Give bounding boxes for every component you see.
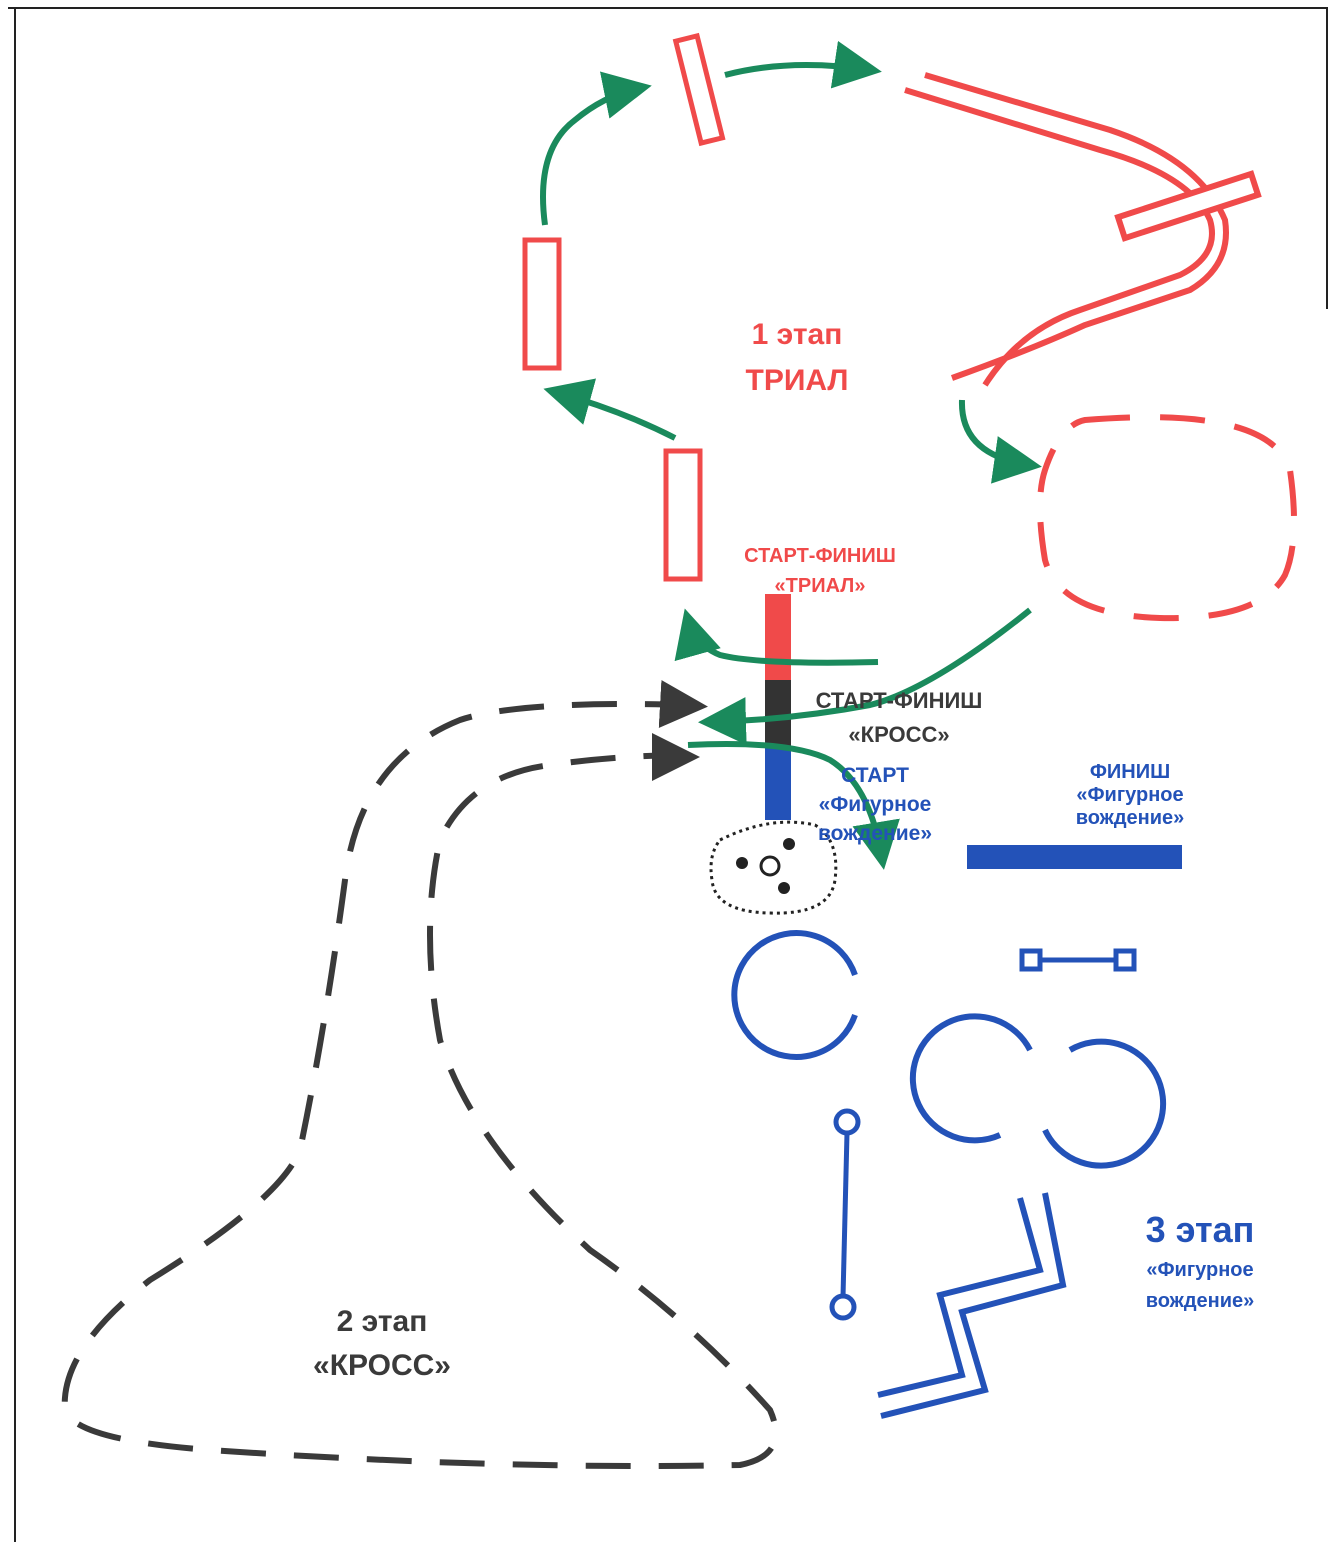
trial-lane-outer — [904, 87, 1215, 387]
arrow-trial-start — [674, 608, 879, 666]
dotted-zone — [709, 820, 838, 915]
post-segment-figure — [765, 748, 791, 820]
trial-gate-4 — [1114, 170, 1262, 242]
figure-start-line3: вождение» — [817, 822, 933, 845]
figure-finish-line1: ФИНИШ — [1089, 761, 1171, 783]
start-finish-post — [765, 594, 791, 820]
ring-marker — [759, 855, 781, 877]
arrow-trial-finish — [698, 607, 1032, 746]
figure-finish-line2: «Фигурное — [1076, 784, 1184, 806]
arrow-figure-start — [687, 741, 900, 870]
stage2-line2: «КРОСС» — [313, 1349, 451, 1382]
figure-eight-left — [909, 1013, 1033, 1144]
trial-start-line1: СТАРТ-ФИНИШ — [744, 545, 896, 567]
arrow-to-loop — [958, 399, 1042, 484]
dot-2 — [783, 838, 795, 850]
dot-3 — [778, 882, 790, 894]
frame-border-top — [8, 7, 1328, 9]
stage1-line2: ТРИАЛ — [745, 364, 849, 397]
stage2-title: 2 этап «КРОСС» — [297, 1300, 467, 1388]
trial-lane-inner — [924, 72, 1229, 381]
figure-zigzag-2 — [880, 1192, 1067, 1419]
dot-1 — [736, 857, 748, 869]
cross-exit-arrow — [658, 680, 708, 728]
stage2-line1: 2 этап — [336, 1305, 428, 1338]
figure-start-label: СТАРТ «Фигурное вождение» — [800, 761, 950, 848]
cross-course — [61, 680, 779, 1469]
route-arrows — [540, 40, 1042, 870]
post-segment-trial — [765, 594, 791, 680]
figure-start-area — [709, 820, 838, 915]
trial-gate-1 — [663, 448, 703, 582]
trial-start-label: СТАРТ-ФИНИШ «ТРИАЛ» — [727, 541, 913, 601]
figure-pole — [829, 1108, 861, 1321]
figure-eight-right — [1042, 1038, 1167, 1169]
trial-course — [522, 32, 1297, 622]
trial-gate-2 — [522, 237, 562, 371]
figure-finish-line — [967, 845, 1182, 869]
trial-start-line2: «ТРИАЛ» — [774, 575, 866, 597]
cross-start-line1: СТАРТ-ФИНИШ — [815, 688, 983, 713]
stage3-line2: «Фигурное — [1146, 1259, 1254, 1281]
figure-course — [731, 845, 1182, 1419]
frame-border-right — [1326, 9, 1328, 309]
figure-zigzag-1 — [877, 1197, 1044, 1398]
arrow-to-gate-3 — [540, 71, 652, 226]
figure-finish-line3: вождение» — [1075, 807, 1185, 829]
stage3-line1: 3 этап — [1145, 1209, 1255, 1250]
stage1-title: 1 этап ТРИАЛ — [722, 312, 872, 404]
cross-start-label: СТАРТ-ФИНИШ «КРОСС» — [795, 684, 1003, 752]
figure-start-line1: СТАРТ — [841, 764, 909, 787]
cross-start-line2: «КРОСС» — [848, 722, 950, 747]
figure-start-line2: «Фигурное — [818, 793, 932, 816]
trial-gate-3 — [672, 32, 726, 147]
cross-track-outer — [61, 701, 779, 1469]
frame-border-left — [14, 9, 16, 1542]
figure-finish-label: ФИНИШ «Фигурное вождение» — [1045, 761, 1215, 830]
figure-dumbbell — [1019, 948, 1137, 972]
stage3-line3: вождение» — [1145, 1290, 1255, 1312]
stage1-line1: 1 этап — [751, 318, 843, 351]
figure-c-circle — [731, 930, 858, 1060]
post-segment-cross — [765, 680, 791, 748]
trial-dashed-loop — [1037, 414, 1297, 622]
arrow-to-lane — [724, 40, 882, 89]
stage3-title: 3 этап «Фигурное вождение» — [1115, 1205, 1285, 1317]
arrow-to-gate-2 — [543, 378, 677, 441]
